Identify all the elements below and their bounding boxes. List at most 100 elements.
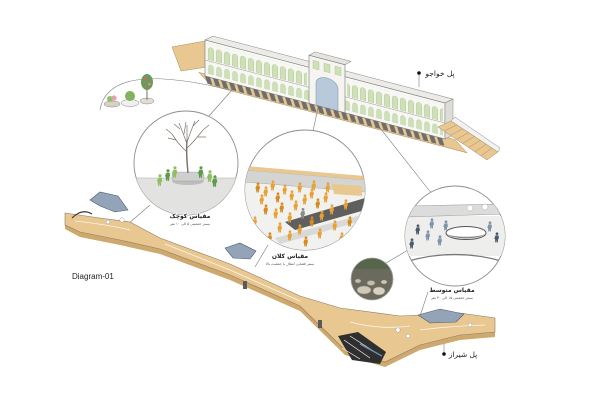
left-bench-curve xyxy=(71,211,93,219)
person-figure xyxy=(156,174,163,186)
riverside-walkway xyxy=(64,191,496,367)
leader-medium-to-bridge xyxy=(379,127,433,195)
medium-top-slab xyxy=(405,203,505,218)
photo-ring xyxy=(350,257,394,301)
dark-plaza-water-strip xyxy=(359,343,383,357)
stair-steps xyxy=(443,124,493,157)
right-table xyxy=(395,327,401,333)
pavilion-window xyxy=(312,60,320,71)
leader-arc-planters xyxy=(99,78,231,111)
person-figure xyxy=(311,180,316,191)
person-figure xyxy=(437,235,442,246)
person-figure xyxy=(270,180,275,191)
stone xyxy=(366,280,376,286)
labels: پل خواجو پل شیراز Diagram-01 مقیاس کوچک … xyxy=(72,69,477,359)
bare-tree-branches xyxy=(165,119,210,153)
macro-scale-note: بستر فضایی انتقال با جمعیت بالا xyxy=(266,262,314,266)
medium-arch-line xyxy=(405,253,505,263)
upper-arcade-right xyxy=(347,80,443,122)
medium-table xyxy=(481,203,489,211)
person-figure xyxy=(297,182,302,193)
person-figure xyxy=(289,190,294,201)
person-figure xyxy=(317,228,322,239)
stone xyxy=(380,279,388,285)
bridge-piers xyxy=(205,76,445,146)
person-figure xyxy=(309,216,314,227)
right-table xyxy=(467,322,473,328)
tree-blossom xyxy=(148,82,151,86)
medium-table xyxy=(466,204,474,212)
planters-illustration xyxy=(103,74,155,108)
stone xyxy=(354,278,362,284)
middle-pavilion-shelter xyxy=(224,242,257,260)
dark-plaza xyxy=(338,332,386,364)
walkway-path-lines xyxy=(74,220,486,331)
person-figure xyxy=(171,166,178,178)
person-figure xyxy=(197,166,204,178)
medium-void-shadow xyxy=(447,234,485,239)
pavilion-window xyxy=(323,63,331,74)
khaju-bridge-label: پل خواجو xyxy=(424,69,454,78)
person-figure xyxy=(415,224,420,235)
person-figure xyxy=(332,220,337,231)
person-figure xyxy=(315,198,320,209)
person-figure xyxy=(303,236,308,247)
tree-canopy xyxy=(141,74,153,90)
person-figure xyxy=(329,204,334,215)
walkway-pier xyxy=(318,320,322,328)
shiraz-bridge-label: پل شیراز xyxy=(448,350,478,359)
leader-macro-to-walkway xyxy=(254,244,269,268)
leader-photo xyxy=(385,249,409,264)
shiraz-marker-dot xyxy=(442,352,446,356)
person-figure xyxy=(287,212,292,223)
tree-blossom xyxy=(144,84,148,88)
person-figure xyxy=(302,194,307,205)
person-figure xyxy=(263,186,268,197)
person-figure xyxy=(287,230,292,241)
small-scale-circle xyxy=(133,110,239,216)
small-scale-title: مقیاس کوچک xyxy=(170,213,211,220)
green-bush xyxy=(125,91,135,101)
person-figure xyxy=(429,218,434,229)
leader-macro-to-bridge xyxy=(312,107,319,132)
leader-small-to-walkway xyxy=(127,204,151,225)
tree-blossom xyxy=(143,77,147,81)
person-figure xyxy=(273,208,278,219)
person-figure xyxy=(343,199,348,210)
pavilion-main-arch xyxy=(315,77,339,112)
photo-greenery xyxy=(351,258,393,269)
diagram-title: Diagram-01 xyxy=(72,272,114,281)
left-table xyxy=(105,219,111,225)
person-figure xyxy=(277,222,282,233)
walkway-underside xyxy=(65,225,495,367)
planter-left xyxy=(103,100,121,108)
person-figure xyxy=(279,202,284,213)
right-pavilion-shelter xyxy=(417,308,465,324)
stones-photo xyxy=(350,257,394,301)
macro-bridge-edge xyxy=(245,166,365,180)
person-figure xyxy=(259,194,264,205)
small-scale-note: بستر جمعیتی ۵ الی ۱۰ نفر xyxy=(169,222,210,226)
stone xyxy=(356,285,372,295)
person-figure xyxy=(487,221,492,232)
right-table xyxy=(405,333,411,339)
macro-beige-block xyxy=(332,184,362,196)
person-figure xyxy=(443,220,448,231)
person-figure xyxy=(255,182,260,193)
khaju-marker-dot xyxy=(417,71,421,75)
left-table xyxy=(119,217,125,223)
macro-scale-circle xyxy=(244,129,366,251)
person-figure xyxy=(293,200,298,211)
leader-medium-to-walkway xyxy=(419,291,429,317)
flower-bush xyxy=(111,95,117,101)
person-figure xyxy=(425,230,430,241)
person-figure xyxy=(297,224,302,235)
person-figure xyxy=(211,175,218,187)
walkway-pier xyxy=(243,281,247,289)
person-figure xyxy=(263,204,268,215)
macro-scale-title: مقیاس کلان xyxy=(272,253,309,260)
upper-arcade-left xyxy=(207,43,307,86)
left-pavilion-shelter xyxy=(89,191,129,213)
person-figure xyxy=(323,192,328,203)
